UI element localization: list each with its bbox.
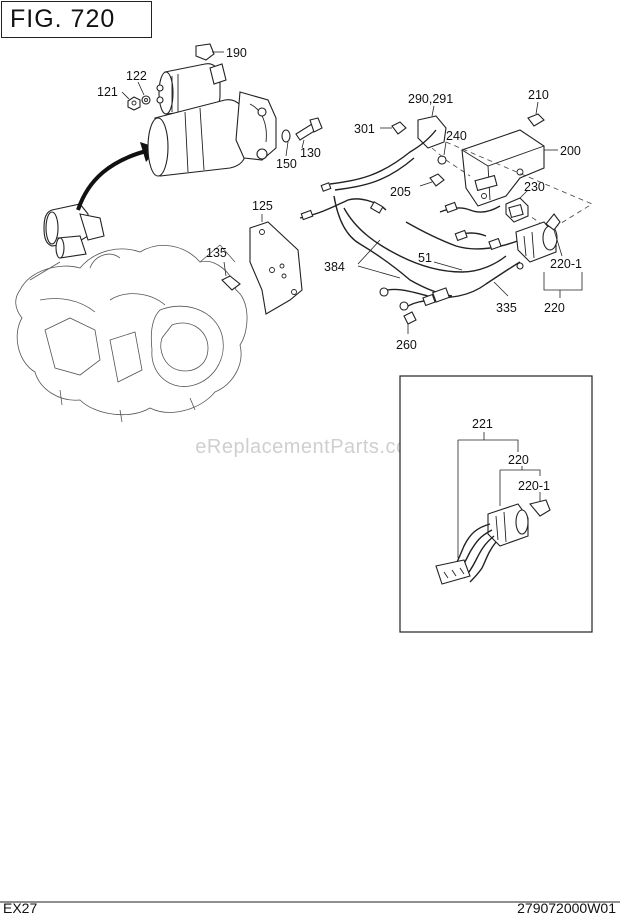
washer-150 (281, 129, 291, 143)
callout-125: 125 (252, 199, 273, 213)
detail-callout-220: 220 (508, 453, 529, 467)
callout-260: 260 (396, 338, 417, 352)
key-switch-220 (515, 213, 561, 263)
watermark: eReplacementParts.com (195, 436, 425, 458)
terminal-cap-190 (195, 43, 215, 61)
callout-210: 210 (528, 88, 549, 102)
detail-wire-harness-221 (435, 523, 497, 585)
engine-block-illustration (15, 203, 248, 423)
bolt-135 (221, 275, 241, 291)
detail-box (399, 375, 593, 633)
callout-135: 135 (206, 246, 227, 260)
cover-290 (417, 115, 447, 149)
bolt-205 (429, 173, 445, 187)
callout-51: 51 (418, 251, 432, 265)
footer-doc-number: 279072000W01 (517, 900, 616, 916)
bolt-301 (391, 121, 407, 135)
detail-callout-221: 221 (472, 417, 493, 431)
bracket-125 (249, 221, 303, 315)
starter-motor (147, 63, 277, 177)
callout-122: 122 (126, 69, 147, 83)
detail-callout-220-1: 220-1 (518, 479, 550, 493)
washer-122 (141, 95, 151, 105)
callout-290-291: 290,291 (408, 92, 453, 106)
bracket-200 (461, 129, 545, 207)
callout-121: 121 (97, 85, 118, 99)
callout-384: 384 (324, 260, 345, 274)
clip-210 (527, 113, 545, 127)
figure-label-box: FIG. 720 (1, 1, 152, 38)
figure-title: FIG. 720 (10, 5, 116, 33)
starter-on-engine (43, 203, 105, 259)
terminal-260 (403, 311, 417, 325)
callout-205: 205 (390, 185, 411, 199)
callout-130: 130 (300, 146, 321, 160)
callout-240: 240 (446, 129, 467, 143)
callout-230: 230 (524, 180, 545, 194)
callout-150: 150 (276, 157, 297, 171)
nut-121 (127, 96, 141, 111)
callout-220-1: 220-1 (550, 257, 582, 271)
callout-301: 301 (354, 122, 375, 136)
detail-key-switch (487, 503, 529, 547)
location-arrow (76, 148, 151, 211)
grommet-240 (437, 155, 447, 165)
callout-335: 335 (496, 301, 517, 315)
callout-200: 200 (560, 144, 581, 158)
callout-190: 190 (226, 46, 247, 60)
callout-220: 220 (544, 301, 565, 315)
detail-key-220-1 (529, 499, 551, 517)
footer-model: EX27 (3, 900, 38, 916)
